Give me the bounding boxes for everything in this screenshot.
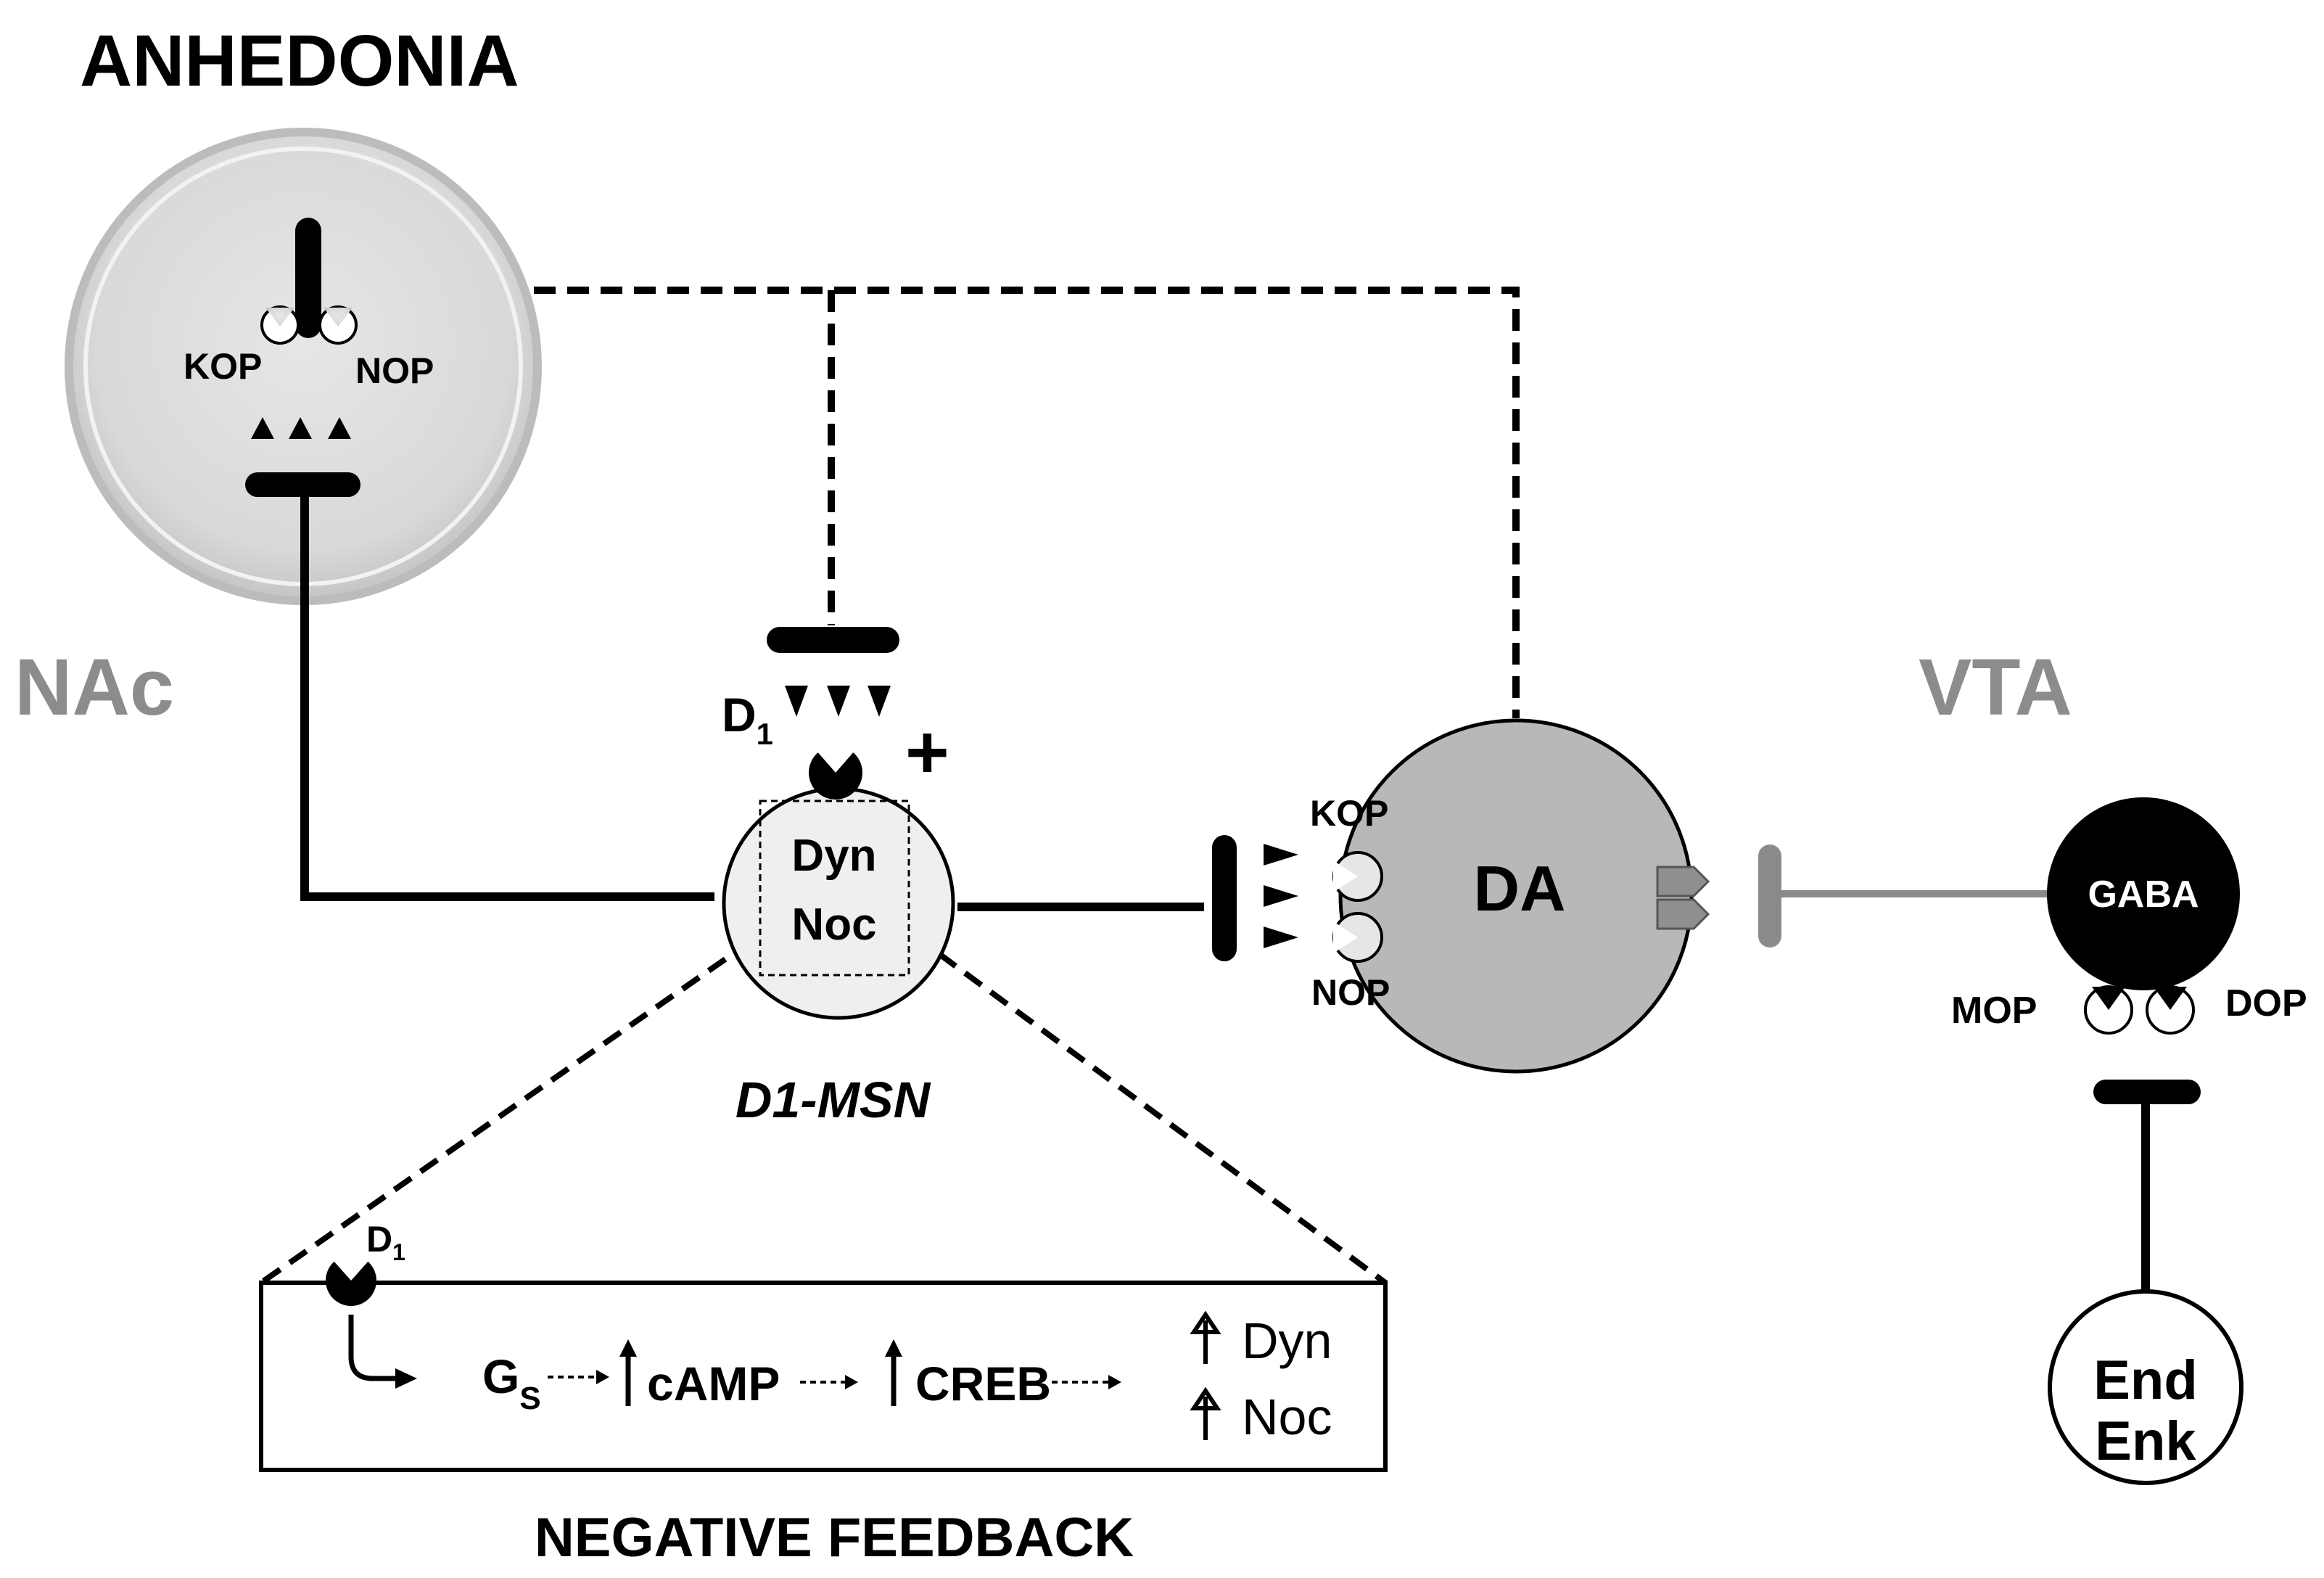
feedback-d1-main: D bbox=[366, 1219, 392, 1259]
da-kop-label: KOP bbox=[1310, 793, 1388, 834]
end-enk-cell: End Enk bbox=[2048, 1289, 2243, 1485]
nac-cell: KOP NOP bbox=[65, 128, 542, 605]
msn-dyn-label: Dyn bbox=[791, 831, 876, 881]
noc-up-arrow-icon bbox=[1190, 1386, 1221, 1440]
gs-sub: S bbox=[519, 1381, 540, 1416]
da-kop-receptor-icon bbox=[1332, 851, 1383, 902]
d1-msn-cell: Dyn Noc bbox=[722, 744, 955, 1020]
nac-release-arrowheads bbox=[251, 417, 351, 439]
d1-label: D1 bbox=[722, 688, 773, 751]
da-cell: KOP NOP DA bbox=[1310, 718, 1710, 1074]
d1-arrowheads bbox=[785, 686, 891, 717]
feedback-dyn-label: Dyn bbox=[1242, 1312, 1332, 1369]
feedback-noc-label: Noc bbox=[1242, 1389, 1332, 1445]
gaba-dop-label: DOP bbox=[2225, 982, 2307, 1024]
end-label: End bbox=[2093, 1349, 2198, 1411]
d1-msn-caption: D1-MSN bbox=[735, 1072, 931, 1128]
creb-label: CREB bbox=[915, 1357, 1051, 1410]
da-gaba-receptor-icon bbox=[1656, 866, 1710, 930]
creb-output-arrowhead bbox=[1108, 1375, 1121, 1389]
camp-up-arrow-icon bbox=[619, 1339, 637, 1406]
enk-label: Enk bbox=[2095, 1410, 2196, 1472]
negative-feedback-caption: NEGATIVE FEEDBACK bbox=[535, 1507, 1134, 1569]
feedback-bent-arrow bbox=[348, 1315, 397, 1381]
dashed-feedback-lines bbox=[334, 287, 1520, 718]
dyn-up-arrow-icon bbox=[1190, 1310, 1221, 1364]
da-nop-label: NOP bbox=[1311, 972, 1390, 1013]
d1-label-sub: 1 bbox=[757, 717, 773, 751]
feedback-box: D1 GS cAMP CREB Dyn bbox=[259, 1219, 1388, 1472]
gs-camp-arrowhead bbox=[596, 1370, 609, 1384]
gaba-mop-label: MOP bbox=[1951, 990, 2037, 1032]
nac-nop-receptor-icon bbox=[318, 305, 358, 345]
feedback-d1-receptor-icon bbox=[326, 1253, 376, 1306]
msn-noc-label: Noc bbox=[791, 900, 876, 950]
nac-msn-connector bbox=[300, 497, 714, 901]
da-nop-receptor-icon bbox=[1332, 912, 1383, 963]
gaba-label: GABA bbox=[2088, 874, 2199, 916]
nac-nop-label: NOP bbox=[355, 350, 434, 391]
region-label-nac: NAc bbox=[15, 643, 174, 732]
gaba-dop-receptor-icon bbox=[2146, 985, 2195, 1035]
da-label: DA bbox=[1473, 852, 1565, 924]
plus-sign: + bbox=[905, 710, 949, 794]
zoom-lines bbox=[259, 951, 1388, 1286]
camp-label: cAMP bbox=[647, 1357, 780, 1410]
nac-kop-label: KOP bbox=[184, 346, 262, 387]
gs-label: GS bbox=[482, 1349, 541, 1416]
gaba-cell: GABA MOP DOP bbox=[1951, 797, 2307, 1035]
feedback-d1-label: D1 bbox=[366, 1219, 405, 1265]
d1-label-main: D bbox=[722, 688, 757, 741]
gaba-mop-receptor-icon bbox=[2084, 985, 2133, 1035]
creb-up-arrow-icon bbox=[885, 1339, 902, 1406]
feedback-bent-arrowhead bbox=[395, 1368, 417, 1389]
title: ANHEDONIA bbox=[80, 20, 519, 102]
feedback-d1-sub: 1 bbox=[392, 1239, 405, 1265]
msn-d1-receptor-icon bbox=[809, 744, 862, 800]
da-input-arrowheads bbox=[1264, 844, 1298, 948]
gs-main: G bbox=[482, 1349, 519, 1403]
nac-kop-receptor-icon bbox=[260, 305, 300, 345]
region-label-vta: VTA bbox=[1919, 643, 2072, 732]
camp-creb-arrowhead bbox=[845, 1375, 858, 1389]
